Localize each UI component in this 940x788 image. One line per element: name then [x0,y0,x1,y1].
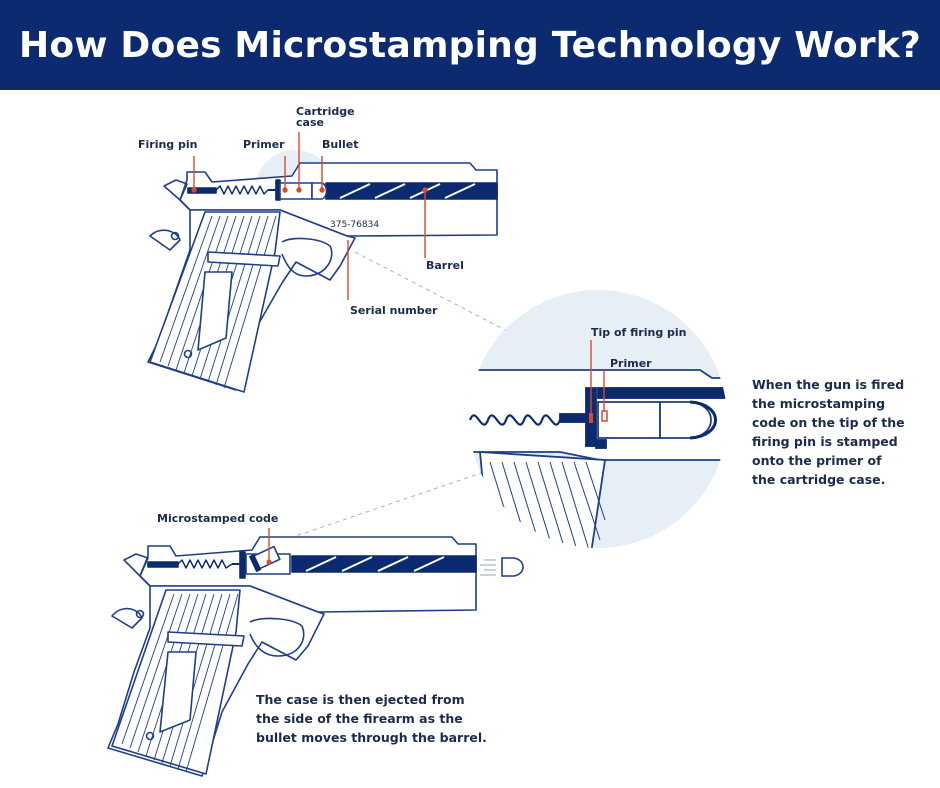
description-ejected-line: The case is then ejected from [256,692,465,707]
label-primer: Primer [243,138,285,151]
top-leader-lines [191,132,428,300]
description-fired-line: When the gun is fired [752,377,905,392]
description-fired-line: the microstamping [752,396,886,411]
serial-number-value: 375-76834 [330,220,380,230]
label-firing-pin: Firing pin [138,138,198,151]
label-microstamped-code: Microstamped code [157,512,279,525]
label-primer-zoom: Primer [610,357,652,370]
description-fired: When the gun is fired the microstamping … [752,375,905,489]
label-serial-number: Serial number [350,304,438,317]
description-fired-line: the cartridge case. [752,472,886,487]
description-fired-line: onto the primer of [752,453,882,468]
label-cartridge-case-line2: case [296,116,324,129]
description-fired-line: code on the tip of the [752,415,905,430]
fired-bullet [480,557,524,577]
microstamp-leader [266,528,272,565]
zoom-connectors [289,251,506,539]
zoom-detail [469,290,727,548]
label-cartridge-case-line1: Cartridge [296,105,355,118]
title-banner: How Does Microstamping Technology Work? [0,0,940,90]
description-ejected-line: bullet moves through the barrel. [256,730,487,745]
label-bullet: Bullet [322,138,359,151]
label-tip-of-firing-pin: Tip of firing pin [591,326,687,339]
page-title: How Does Microstamping Technology Work? [18,24,922,66]
label-barrel: Barrel [426,259,464,272]
description-ejected: The case is then ejected from the side o… [256,690,487,747]
description-fired-line: firing pin is stamped [752,434,898,449]
top-pistol [147,150,498,393]
description-ejected-line: the side of the firearm as the [256,711,463,726]
